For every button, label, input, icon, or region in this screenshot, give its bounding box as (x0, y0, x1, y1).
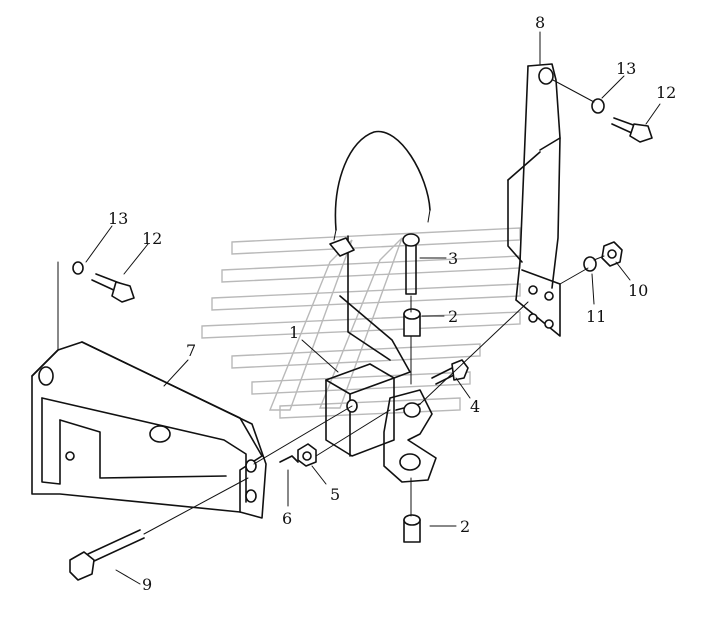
part-9-long-bolt (69, 529, 145, 581)
right-leader-line (552, 79, 595, 103)
callout-2-upper: 2 (448, 307, 458, 326)
callout-5: 5 (330, 485, 340, 504)
part-3-pin (402, 233, 420, 295)
callout-3: 3 (448, 249, 458, 268)
part-13-right-washer (591, 98, 605, 114)
part-2-lower-bushing (403, 514, 421, 543)
part-6-cotter-pin (279, 455, 299, 463)
callout-2-lower: 2 (460, 517, 470, 536)
callout-10: 10 (628, 281, 648, 300)
part-11-washer (583, 256, 597, 272)
part-2-upper-bushing (403, 308, 421, 337)
callout-9: 9 (142, 575, 152, 594)
callout-4: 4 (470, 397, 480, 416)
callout-13-right: 13 (616, 59, 636, 78)
part-8-right-arm (507, 63, 561, 337)
clevis-hitch (383, 389, 437, 483)
part-7-left-bracket (31, 341, 267, 519)
part-5-nut (297, 443, 317, 467)
callout-leaders (85, 31, 661, 585)
callout-8: 8 (535, 13, 545, 32)
callout-6: 6 (282, 509, 292, 528)
callout-12-left: 12 (142, 229, 162, 248)
part-12-left-bolt (91, 273, 135, 303)
callout-13-left: 13 (108, 209, 128, 228)
part-1-center-bracket (325, 235, 411, 457)
callout-12-right: 12 (656, 83, 676, 102)
assembly-centerlines (143, 255, 605, 535)
callout-7: 7 (186, 341, 196, 360)
chain-links (333, 209, 431, 241)
callout-labels: 1 2 2 3 4 5 6 7 8 9 10 11 12 12 13 13 (108, 13, 676, 594)
part-12-right-bolt (611, 117, 653, 143)
part-10-nut (601, 241, 623, 267)
callout-11: 11 (586, 307, 606, 326)
chain-clip (329, 237, 355, 257)
part-13-left-washer (72, 261, 84, 275)
retaining-chain (334, 130, 431, 231)
callout-1: 1 (289, 323, 299, 342)
